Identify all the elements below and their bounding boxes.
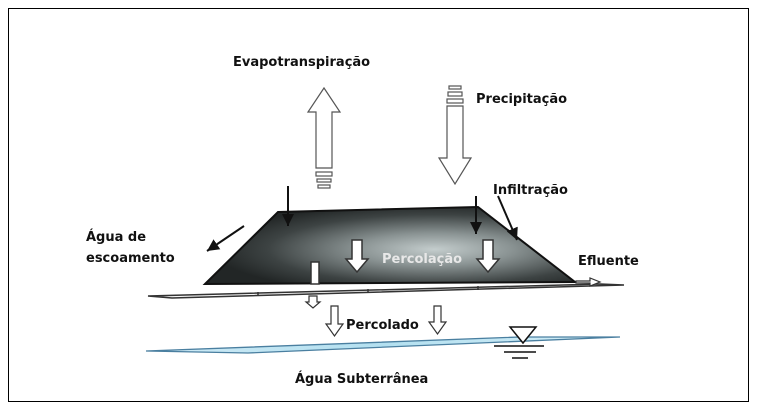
water-table-symbol bbox=[494, 326, 544, 359]
label-groundwater: Água Subterrânea bbox=[295, 371, 428, 387]
groundwater-layer bbox=[145, 336, 621, 354]
effluent-arrow bbox=[575, 277, 602, 287]
label-precipitation: Precipitação bbox=[476, 92, 567, 107]
label-evapotranspiration: Evapotranspiração bbox=[233, 55, 370, 70]
label-percolation: Percolação bbox=[382, 252, 462, 267]
label-leachate: Percolado bbox=[346, 318, 419, 333]
runoff-arrow bbox=[206, 225, 245, 252]
diagram-frame bbox=[8, 8, 749, 402]
landfill-mound bbox=[202, 205, 578, 286]
leachate-arrows bbox=[324, 305, 448, 338]
precipitation-arrow bbox=[437, 85, 473, 186]
label-runoff-line1: Água de bbox=[86, 229, 146, 245]
liner-drain-arrow bbox=[304, 295, 322, 309]
evapotranspiration-arrow bbox=[306, 86, 342, 189]
infiltration-arrows bbox=[282, 186, 518, 241]
label-effluent: Efluente bbox=[578, 254, 639, 269]
label-infiltration: Infiltração bbox=[493, 183, 568, 198]
label-runoff-line2: escoamento bbox=[86, 251, 175, 266]
percolation-arrows bbox=[310, 239, 501, 285]
base-liner bbox=[147, 283, 625, 299]
